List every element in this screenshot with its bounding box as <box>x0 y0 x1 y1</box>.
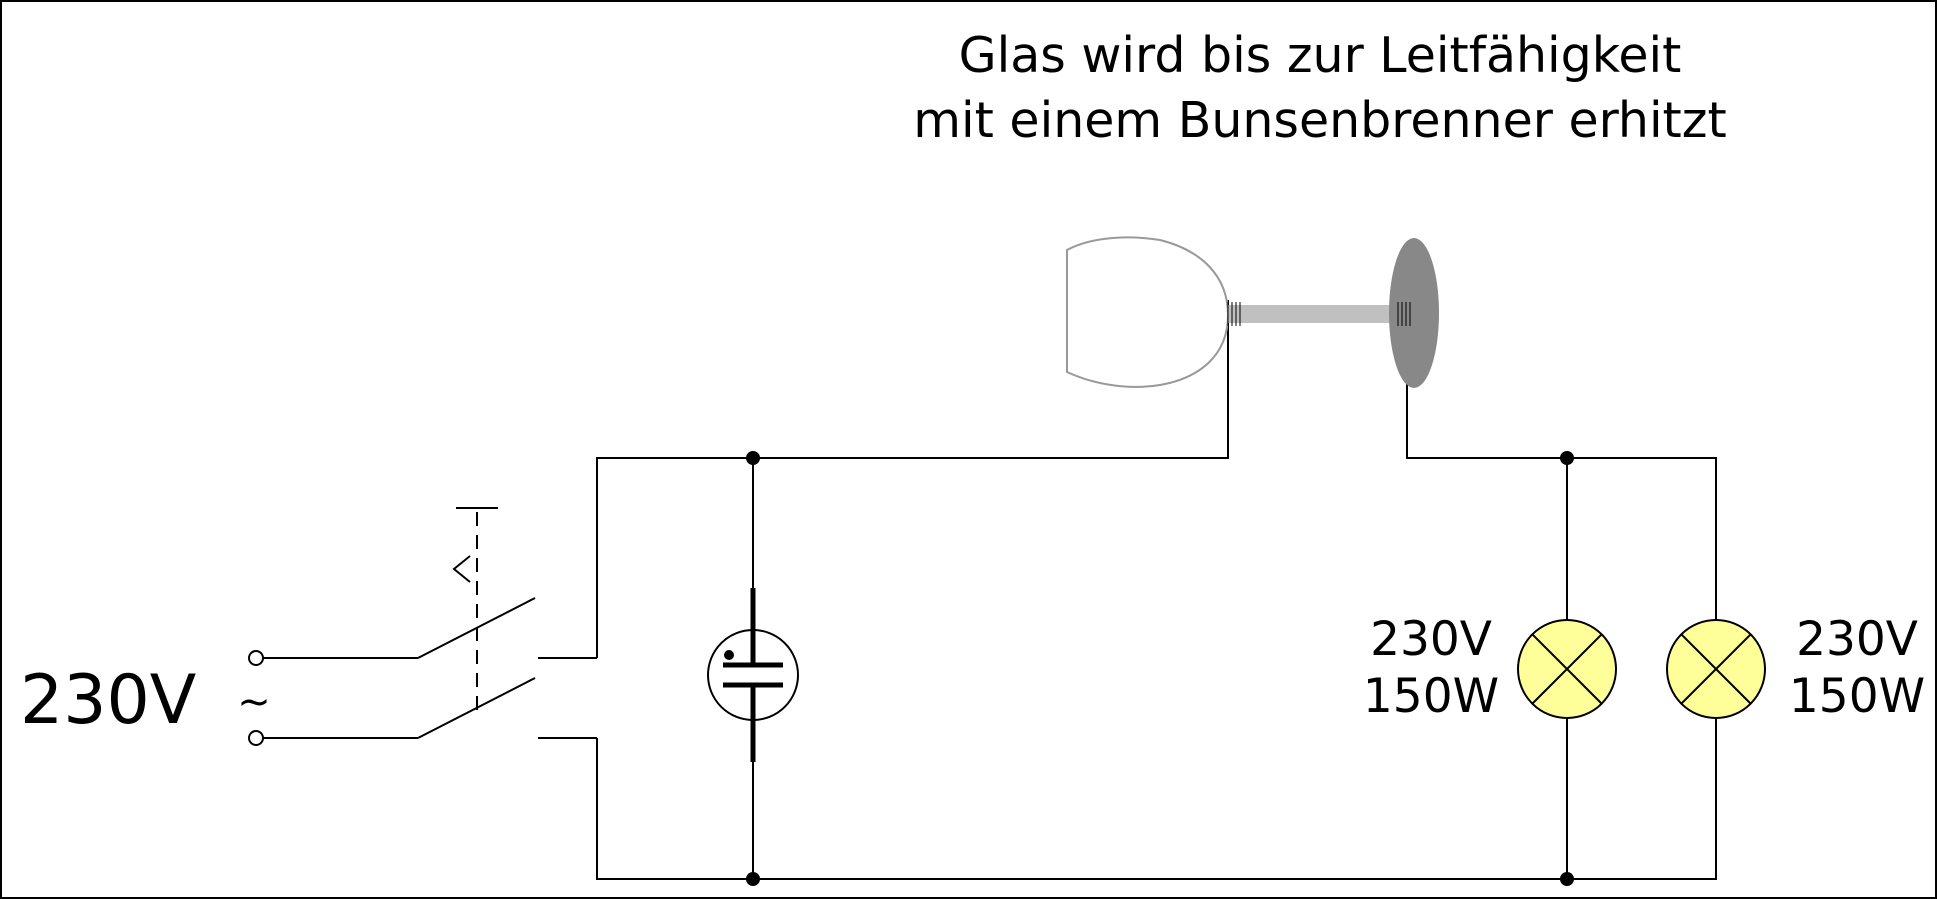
junction-dot <box>746 872 760 886</box>
lamp-1-symbol <box>1517 619 1617 719</box>
junction-dot <box>1560 872 1574 886</box>
wire-bottom-right <box>596 300 1717 880</box>
wire-left-top <box>596 300 1229 658</box>
glass-rod <box>1228 305 1407 323</box>
title-line-1: Glas wird bis zur Leitfähigkeit <box>959 27 1682 84</box>
rod-contact-right <box>1397 302 1411 326</box>
bunsen-flame <box>1389 238 1439 388</box>
terminal-top <box>248 650 264 666</box>
lamp-2-voltage: 230V <box>1796 612 1918 667</box>
rod-contact-left <box>1227 302 1241 326</box>
junction-dot <box>746 451 760 465</box>
double-pole-switch <box>417 507 597 739</box>
lamp-2-power: 150W <box>1789 669 1925 724</box>
lamp-1-cross-b <box>1531 633 1603 705</box>
glass-heating-assembly <box>1066 236 1439 388</box>
capacitor-symbol <box>707 588 799 762</box>
switch-actuator-chevron <box>452 555 471 583</box>
title-line-2: mit einem Bunsenbrenner erhitzt <box>913 92 1726 149</box>
glass-cup-outline <box>1066 236 1230 388</box>
lamp-2-symbol <box>1666 619 1766 719</box>
junction-dot <box>1560 451 1574 465</box>
source-voltage-label: 230V <box>20 661 196 740</box>
terminal-bottom <box>248 730 264 746</box>
lamp-2-cross-b <box>1680 633 1752 705</box>
ac-symbol: ~ <box>237 679 271 725</box>
capacitor-polarity-dot <box>724 650 734 660</box>
lamp-1-voltage: 230V <box>1370 612 1492 667</box>
lamp-1-power: 150W <box>1363 669 1499 724</box>
